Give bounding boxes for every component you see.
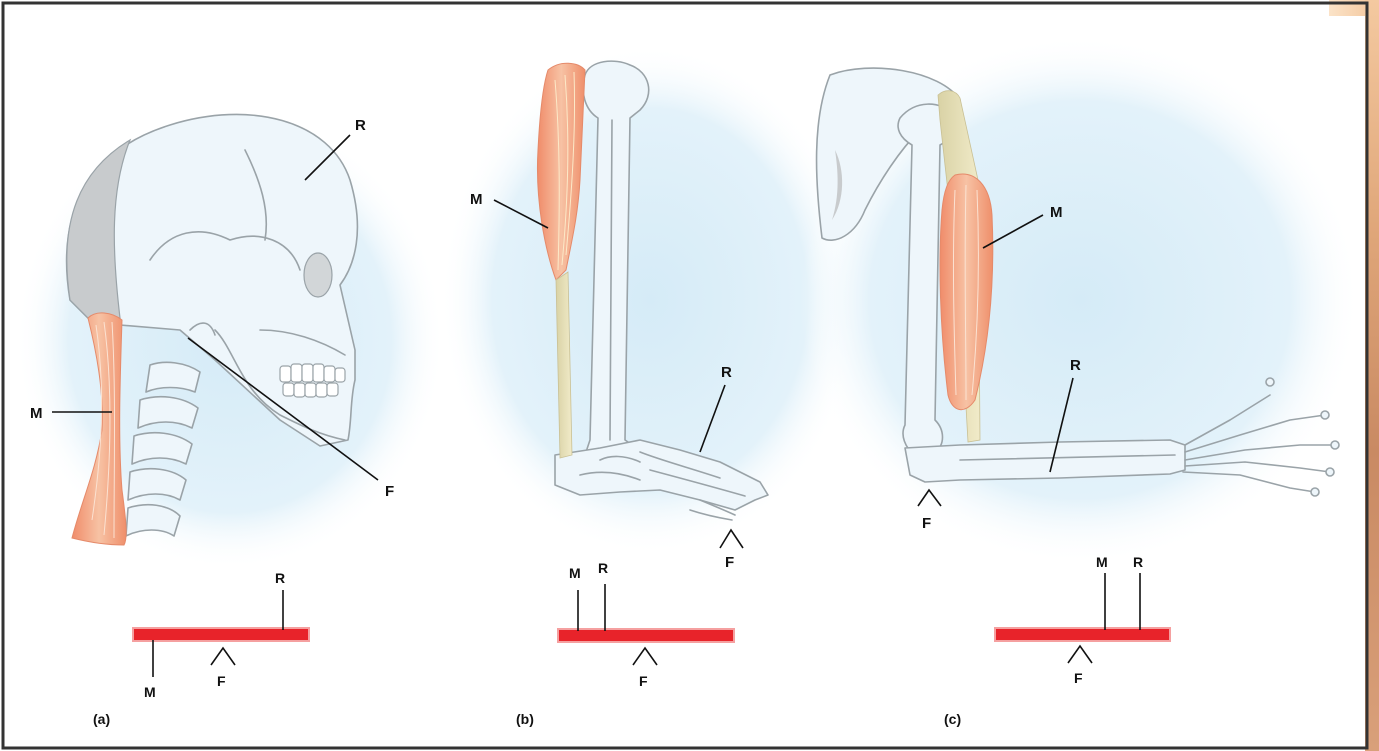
panel-a-lever-muscle-label: M (144, 684, 156, 700)
panel-c-muscle-label: M (1050, 204, 1063, 221)
panel-a-fulcrum-label: F (385, 483, 394, 500)
panel-c-lever-muscle-label: M (1096, 554, 1108, 570)
panel-a-muscle-label: M (30, 405, 43, 422)
panel-b-fulcrum-label: F (725, 554, 734, 571)
panel-a-fulcrum-caret (211, 648, 235, 665)
panel-c-fulcrum-label: F (922, 515, 931, 532)
panel-b-muscle-label: M (470, 191, 483, 208)
panel-c-lever-bar (995, 628, 1170, 641)
panel-c-resistance-label: R (1070, 357, 1081, 374)
panel-a-lever-resistance-label: R (275, 570, 285, 586)
panel-c-lever-resistance-label: R (1133, 554, 1143, 570)
panel-b-lever-muscle-label: M (569, 565, 581, 581)
panel-a-lever-fulcrum-label: F (217, 673, 226, 689)
panel-c-fulcrum-caret (1068, 646, 1092, 663)
panel-b-caption: (b) (516, 711, 534, 727)
panel-c: M R F M R F (c) (800, 35, 1360, 727)
panel-c-lever-fulcrum-label: F (1074, 670, 1083, 686)
panel-a-resistance-label: R (355, 117, 366, 134)
panel-a: R M F R M F (a) (15, 110, 445, 727)
panel-c-caption: (c) (944, 711, 961, 727)
panel-b-lever-fulcrum-label: F (639, 673, 648, 689)
panel-b-lever-resistance-label: R (598, 560, 608, 576)
panel-b: M R F M R F (b) (440, 45, 860, 727)
panel-b-fulcrum-caret (633, 648, 657, 665)
panel-b-lever-bar (558, 629, 734, 642)
panel-a-caption: (a) (93, 711, 110, 727)
panel-b-resistance-label: R (721, 364, 732, 381)
